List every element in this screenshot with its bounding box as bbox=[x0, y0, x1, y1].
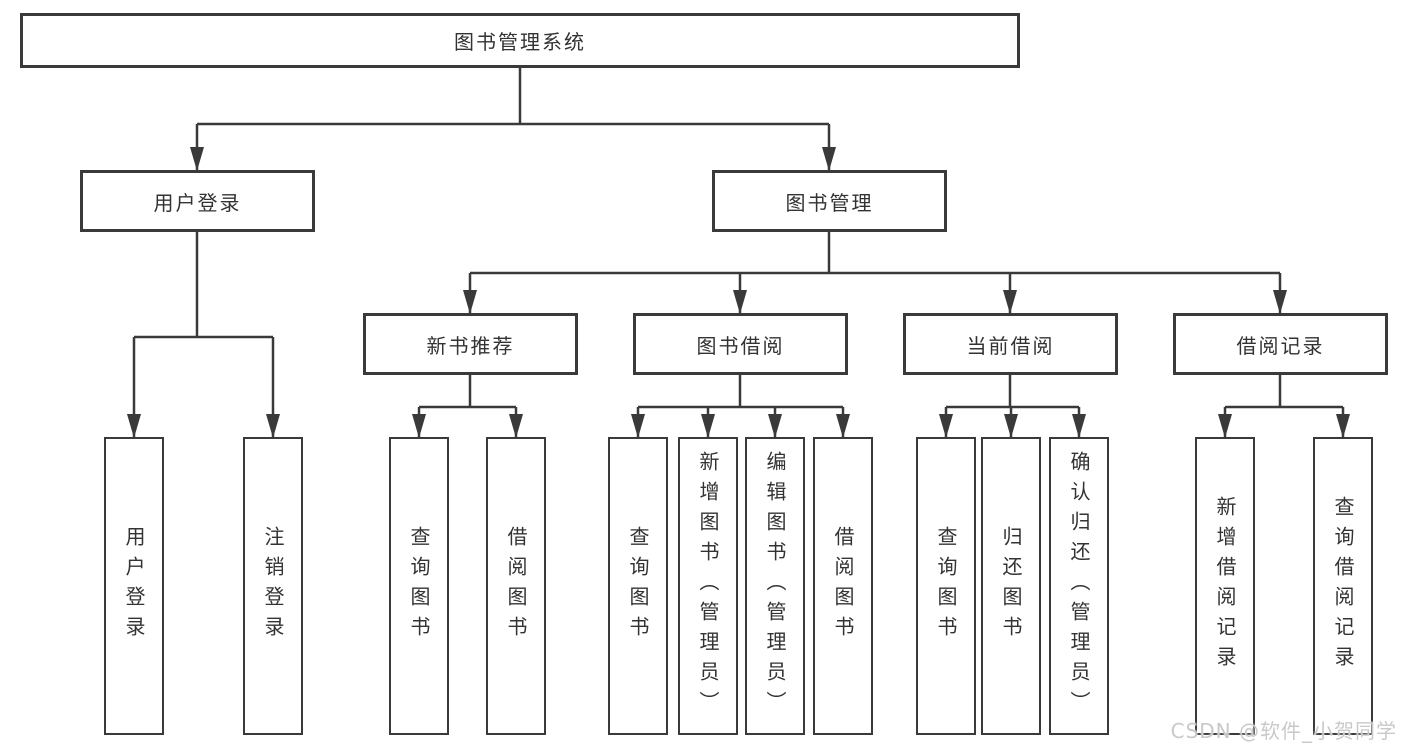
node-book-borrowing: 图书借阅 bbox=[633, 313, 848, 375]
node-current-borrowing: 当前借阅 bbox=[903, 313, 1118, 375]
leaf-label: 新增借阅记录 bbox=[1213, 496, 1237, 676]
watermark: CSDN @软件_小贺同学 bbox=[1170, 719, 1397, 743]
leaf-label: 查询图书 bbox=[626, 526, 650, 646]
leaf-label: 查询图书 bbox=[934, 526, 958, 646]
connector-borrow-records-stem bbox=[1225, 375, 1343, 409]
leaf-label: 注销登录 bbox=[261, 526, 285, 646]
leaf-query-borrow-record: 查询借阅记录 bbox=[1313, 437, 1373, 735]
leaf-edit-book-admin: 编辑图书（管理员） bbox=[745, 437, 805, 735]
connector-user-login-stem bbox=[134, 232, 273, 339]
leaf-query-books-3: 查询图书 bbox=[916, 437, 976, 735]
leaf-label: 借阅图书 bbox=[504, 526, 528, 646]
node-borrow-records: 借阅记录 bbox=[1173, 313, 1388, 375]
leaf-label: 查询借阅记录 bbox=[1331, 496, 1355, 676]
node-book-management: 图书管理 bbox=[712, 170, 947, 232]
connector-book-management-stem bbox=[470, 232, 1280, 275]
connector-new-book-stem bbox=[419, 375, 516, 409]
leaf-add-borrow-record: 新增借阅记录 bbox=[1195, 437, 1255, 735]
leaf-add-book-admin: 新增图书（管理员） bbox=[678, 437, 738, 735]
leaf-label: 确认归还（管理员） bbox=[1067, 451, 1091, 721]
leaf-borrow-books-1: 借阅图书 bbox=[486, 437, 546, 735]
connector-book-borrowing-stem bbox=[638, 375, 843, 409]
leaf-query-books-1: 查询图书 bbox=[389, 437, 449, 735]
node-library-management-system: 图书管理系统 bbox=[20, 13, 1020, 68]
node-user-login: 用户登录 bbox=[80, 170, 315, 232]
connector-root-stem bbox=[197, 68, 829, 126]
leaf-label: 编辑图书（管理员） bbox=[763, 451, 787, 721]
node-new-book-recommendation: 新书推荐 bbox=[363, 313, 578, 375]
leaf-user-login: 用户登录 bbox=[104, 437, 164, 735]
leaf-query-books-2: 查询图书 bbox=[608, 437, 668, 735]
leaf-label: 查询图书 bbox=[407, 526, 431, 646]
leaf-label: 借阅图书 bbox=[831, 526, 855, 646]
leaf-borrow-books-2: 借阅图书 bbox=[813, 437, 873, 735]
leaf-confirm-return-admin: 确认归还（管理员） bbox=[1049, 437, 1109, 735]
leaf-label: 用户登录 bbox=[122, 526, 146, 646]
leaf-logout: 注销登录 bbox=[243, 437, 303, 735]
leaf-return-books: 归还图书 bbox=[981, 437, 1041, 735]
leaf-label: 归还图书 bbox=[999, 526, 1023, 646]
connector-current-borrowing-stem bbox=[946, 375, 1079, 409]
leaf-label: 新增图书（管理员） bbox=[696, 451, 720, 721]
